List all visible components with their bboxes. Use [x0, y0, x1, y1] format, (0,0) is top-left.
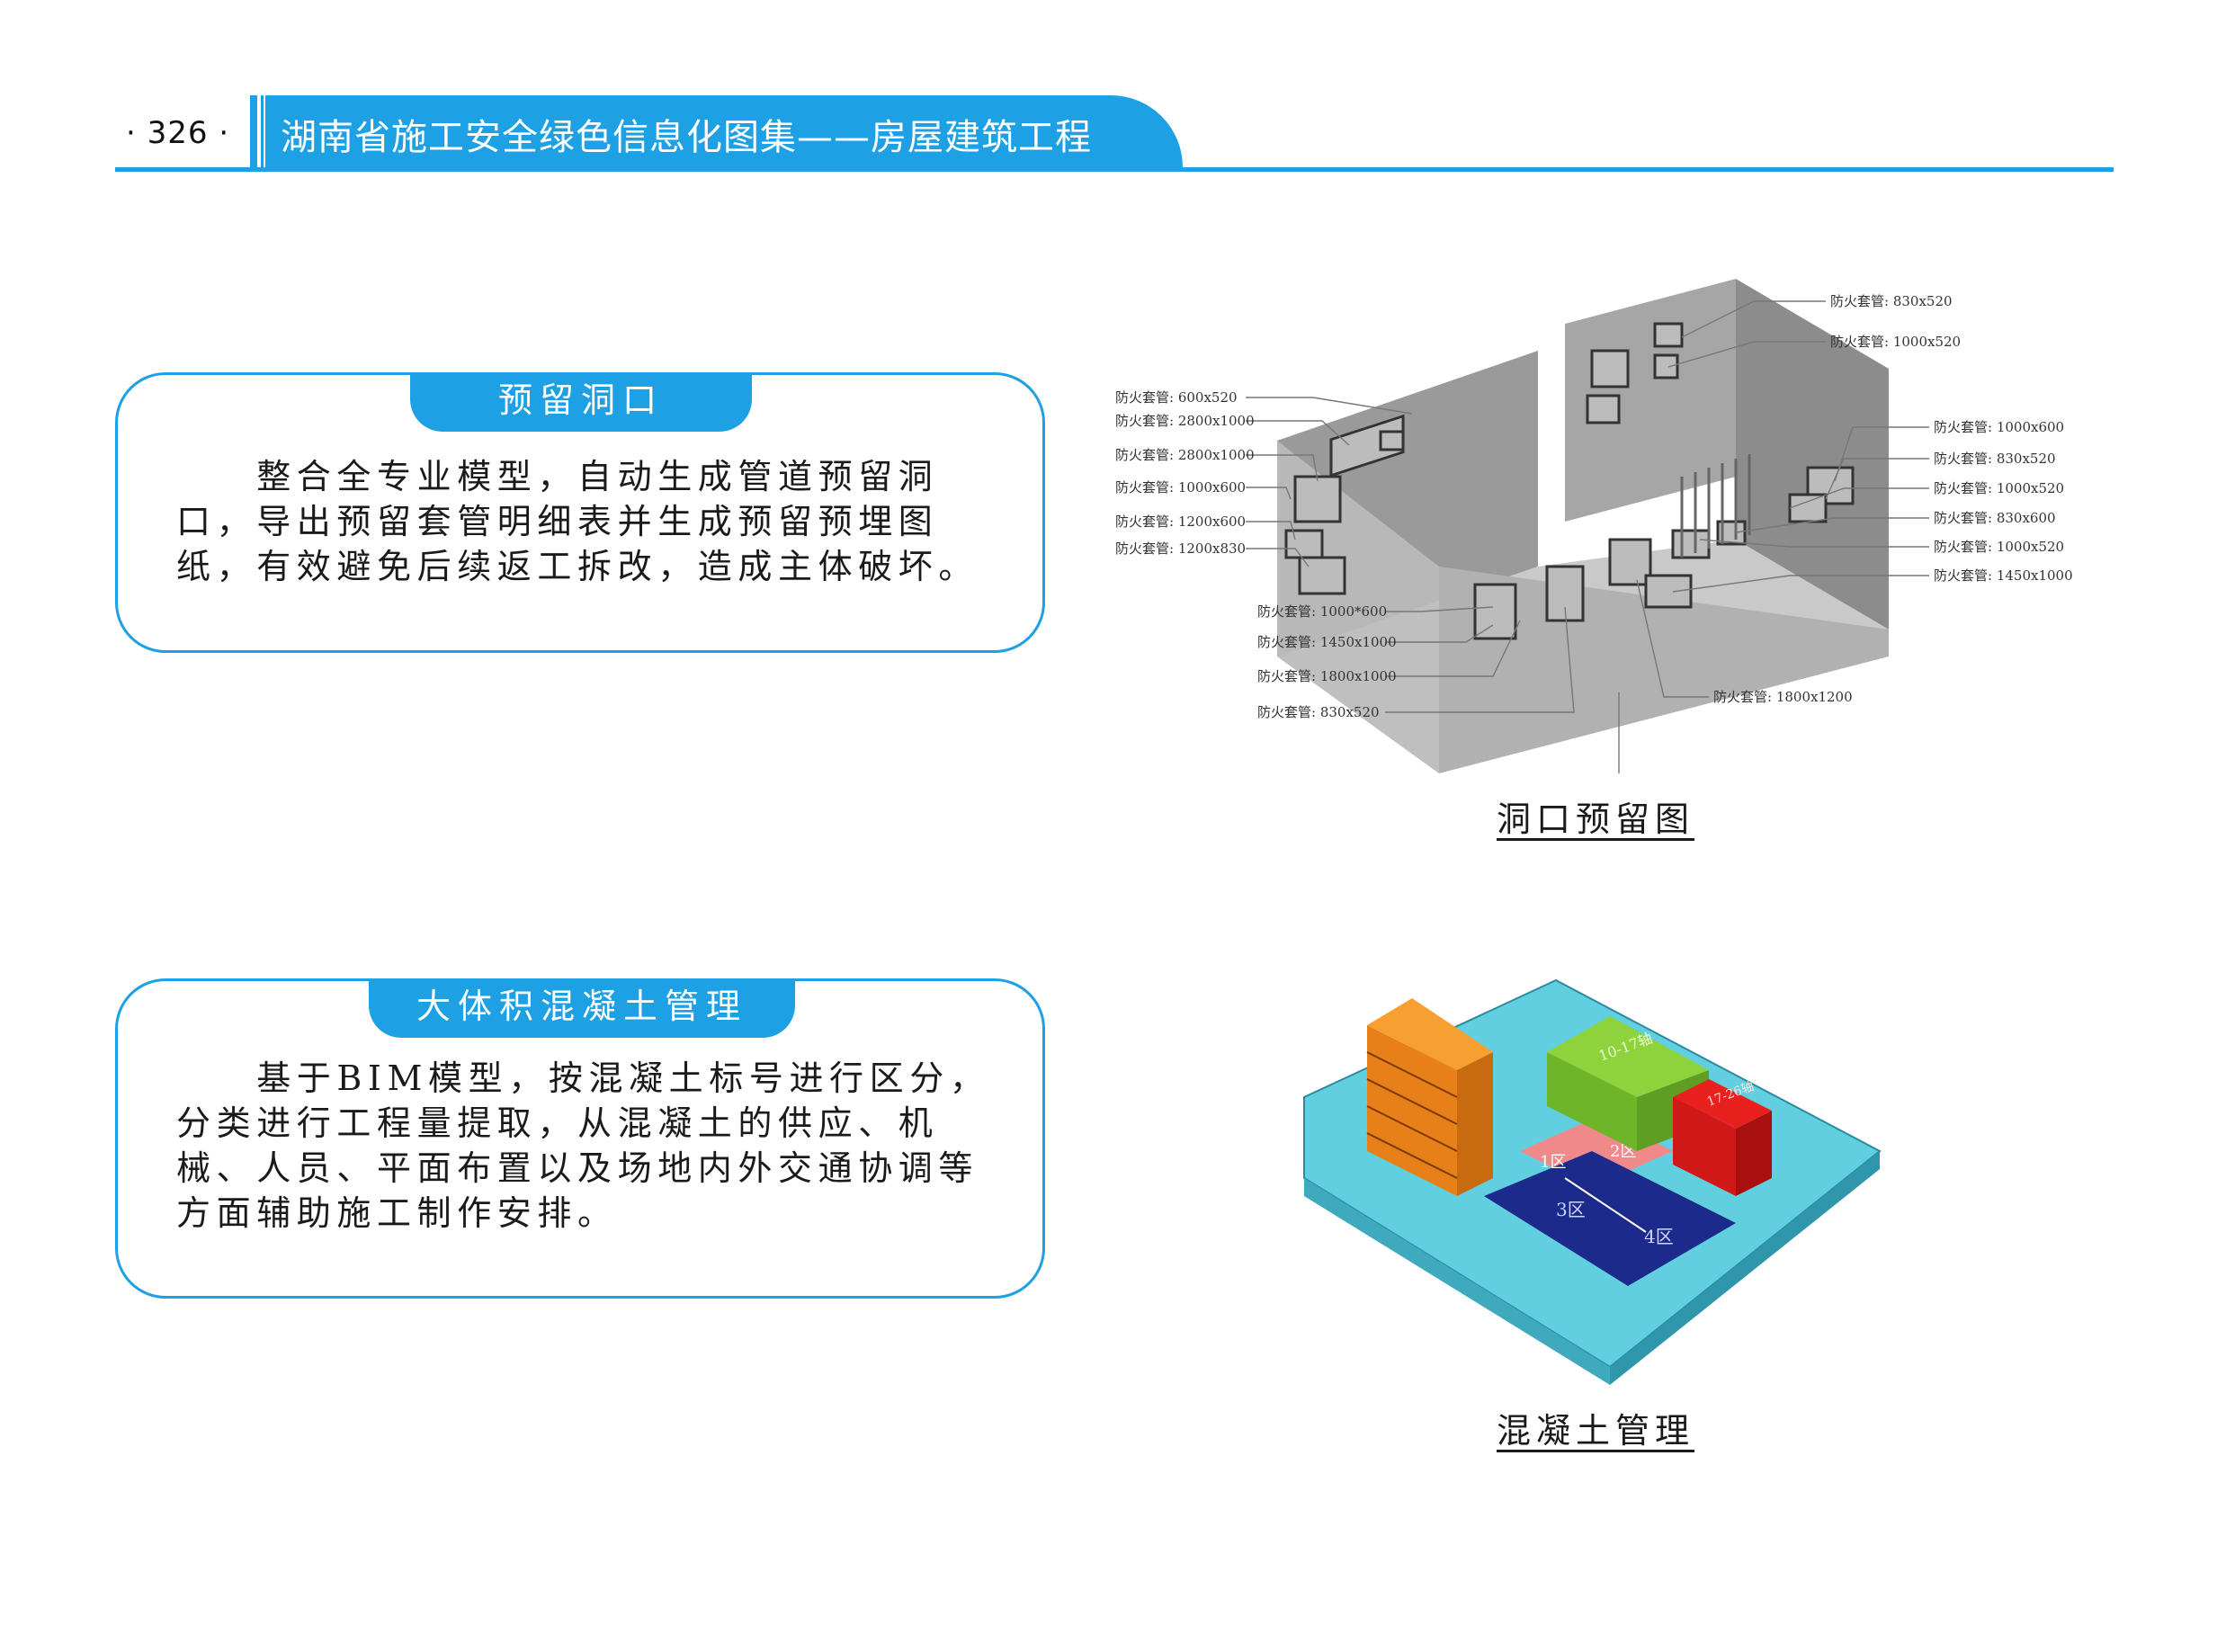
pipe-bundle: [1680, 454, 1751, 558]
sleeve-box: [1608, 538, 1652, 586]
svg-text:防火套管: 1450x1000: 防火套管: 1450x1000: [1934, 567, 2073, 584]
orange-building-top: [1367, 998, 1493, 1070]
green-building-top: [1547, 1016, 1709, 1097]
header-title: 湖南省施工安全绿色信息化图集——房屋建筑工程: [281, 117, 1092, 158]
labels-top-right: 防火套管: 830x520 防火套管: 1000x520: [1830, 293, 1961, 350]
zone-label-4: 4区: [1644, 1226, 1674, 1247]
red-building-front: [1673, 1097, 1736, 1196]
sleeve-box: [1586, 394, 1621, 424]
sleeve-box: [1293, 475, 1342, 523]
header-rule: [115, 167, 2114, 172]
svg-text:防火套管: 830x520: 防火套管: 830x520: [1257, 704, 1380, 720]
site-slab-edge: [1304, 1178, 1610, 1385]
wall-front-left: [1277, 441, 1439, 773]
sleeve-box: [1788, 493, 1828, 523]
concrete-model: 1区 2区 3区 4区 10-17轴 17-26轴: [1303, 978, 1882, 1385]
labels-bottom-left: 防火套管: 1000*600 防火套管: 1450x1000 防火套管: 180…: [1257, 603, 1397, 720]
sleeve-box: [1379, 430, 1405, 451]
wall-right-side: [1736, 279, 1889, 630]
sleeve-box: [1653, 353, 1679, 380]
svg-text:防火套管: 1000x520: 防火套管: 1000x520: [1934, 539, 2064, 555]
svg-text:防火套管: 1800x1000: 防火套管: 1800x1000: [1257, 668, 1397, 684]
section-text-concrete-line-4: 方面辅助施工制作安排。: [176, 1193, 618, 1233]
section-text-openings-line-3: 纸，有效避免后续返工拆改，造成主体破坏。: [176, 547, 979, 586]
section-title-concrete: 大体积混凝土管理: [369, 978, 795, 1038]
svg-text:防火套管: 1000x600: 防火套管: 1000x600: [1934, 419, 2064, 435]
svg-text:防火套管: 1450x1000: 防火套管: 1450x1000: [1257, 634, 1397, 650]
header-accent-bar-thin: [261, 95, 264, 171]
svg-text:防火套管: 600x520: 防火套管: 600x520: [1115, 389, 1238, 406]
zone-navy: [1484, 1151, 1736, 1286]
zone-label-3: 3区: [1556, 1199, 1586, 1220]
sleeve-box: [1590, 349, 1630, 388]
labels-left: 防火套管: 600x520 防火套管: 2800x1000 防火套管: 2800…: [1115, 389, 1255, 557]
svg-text:防火套管: 830x520: 防火套管: 830x520: [1830, 293, 1953, 309]
header-title-tab: [265, 95, 1183, 171]
page-number: · 326 ·: [126, 115, 230, 151]
section-text-openings-line-2: 口，导出预留套管明细表并生成预留预埋图: [176, 502, 939, 541]
sleeve-box: [1653, 322, 1684, 348]
red-building-top: [1673, 1079, 1772, 1129]
sleeve-box: [1473, 583, 1517, 640]
svg-text:防火套管: 1000x520: 防火套管: 1000x520: [1934, 480, 2064, 496]
wall-mid-back: [1565, 279, 1736, 522]
svg-text:防火套管: 1000x600: 防火套管: 1000x600: [1115, 479, 1246, 496]
svg-text:防火套管: 830x520: 防火套管: 830x520: [1934, 451, 2056, 467]
green-building-front: [1547, 1052, 1637, 1151]
svg-text:防火套管: 1000x520: 防火套管: 1000x520: [1830, 334, 1961, 350]
section-text-concrete-line-3: 械、人员、平面布置以及场地内外交通协调等: [176, 1148, 979, 1188]
sleeve-box: [1644, 574, 1693, 609]
svg-text:防火套管: 1200x600: 防火套管: 1200x600: [1115, 513, 1246, 530]
labels-right: 防火套管: 1000x600 防火套管: 830x520 防火套管: 1000x…: [1934, 419, 2073, 584]
sleeve-box: [1671, 529, 1711, 559]
header-accent-bar: [250, 95, 257, 171]
red-building-side: [1736, 1111, 1772, 1196]
openings-diagram: 防火套管: 600x520 防火套管: 2800x1000 防火套管: 2800…: [1115, 279, 2073, 773]
orange-building-side: [1457, 1052, 1493, 1196]
orange-building-floors: [1366, 1051, 1458, 1179]
svg-text:防火套管: 1000*600: 防火套管: 1000*600: [1257, 603, 1387, 620]
svg-text:防火套管: 2800x1000: 防火套管: 2800x1000: [1115, 447, 1255, 463]
caption-concrete: 混凝土管理: [1497, 1411, 1695, 1451]
zone-label-1: 1区: [1540, 1153, 1566, 1172]
section-text-openings-line-1: 整合全专业模型，自动生成管道预留洞: [176, 457, 939, 496]
label-bottom-center: 防火套管: 1800x1200: [1713, 689, 1853, 705]
site-slab-edge-right: [1610, 1151, 1880, 1385]
section-text-concrete-line-2: 分类进行工程量提取，从混凝土的供应、机: [176, 1103, 939, 1143]
svg-text:防火套管: 1200x830: 防火套管: 1200x830: [1115, 540, 1246, 557]
orange-building-front: [1367, 1025, 1457, 1196]
caption-openings: 洞口预留图: [1497, 799, 1695, 839]
section-text-concrete-line-1: 基于BIM模型，按混凝土标号进行区分，: [176, 1058, 990, 1098]
section-title-openings: 预留洞口: [410, 372, 752, 432]
svg-text:防火套管: 830x600: 防火套管: 830x600: [1934, 510, 2056, 526]
sleeve-box: [1284, 529, 1324, 559]
svg-text:防火套管: 2800x1000: 防火套管: 2800x1000: [1115, 413, 1255, 429]
